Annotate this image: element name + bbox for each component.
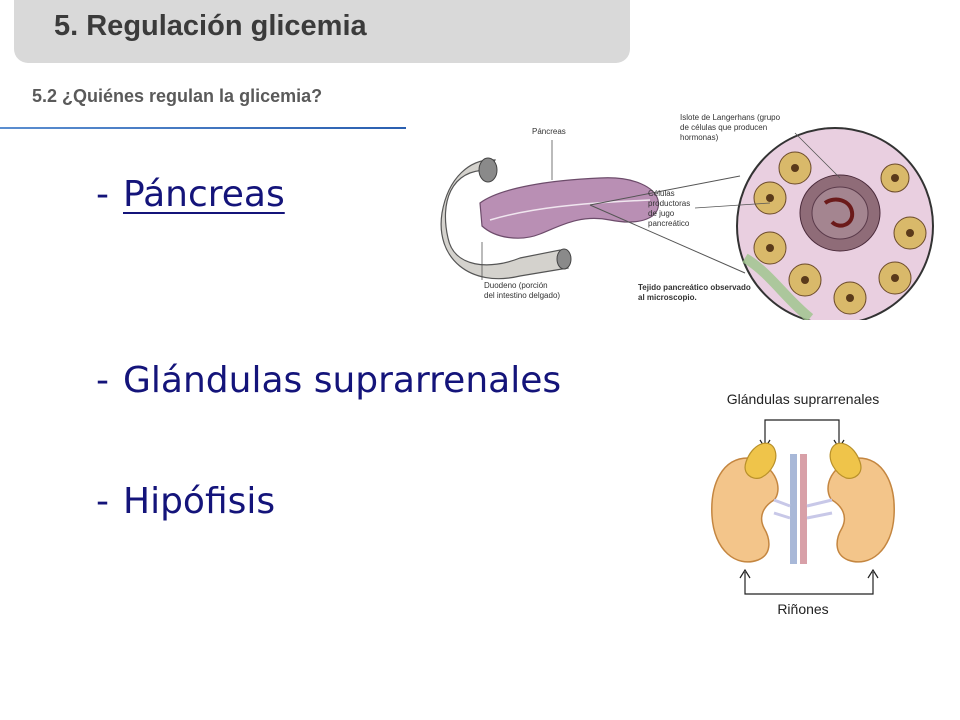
pancreas-shape bbox=[479, 177, 659, 239]
duodenum-shape bbox=[440, 159, 569, 280]
left-adrenal-gland bbox=[744, 442, 777, 479]
left-kidney bbox=[711, 457, 779, 563]
label-celulas: de jugo bbox=[648, 209, 675, 218]
duodenum-opening bbox=[478, 157, 498, 183]
bullet-hipofisis: -Hipófisis bbox=[96, 481, 275, 522]
label-islote: hormonas) bbox=[680, 133, 719, 142]
pancreatic-duct bbox=[489, 199, 651, 221]
label-rinones: Riñones bbox=[777, 601, 828, 617]
subtitle-divider bbox=[0, 127, 406, 129]
zoom-line bbox=[589, 204, 746, 274]
label-pointer bbox=[794, 132, 841, 179]
pancreas-illustration: Páncreas Islote de Langerhans (grupo de … bbox=[440, 113, 934, 320]
label-islote: Islote de Langerhans (grupo bbox=[680, 113, 781, 122]
right-adrenal-gland bbox=[829, 442, 862, 479]
label-celulas: pancreático bbox=[648, 219, 690, 228]
slide-subtitle: 5.2 ¿Quiénes regulan la glicemia? bbox=[32, 86, 323, 106]
duct-tissue bbox=[742, 253, 814, 320]
label-tejido: al microscopio. bbox=[638, 293, 697, 302]
label-glandulas: Glándulas suprarrenales bbox=[727, 391, 880, 407]
label-pancreas: Páncreas bbox=[532, 127, 566, 136]
zoom-line bbox=[589, 175, 741, 206]
renal-vessels bbox=[773, 498, 791, 520]
right-kidney bbox=[827, 457, 895, 563]
bullet-dash: - bbox=[96, 481, 109, 522]
label-duodeno: Duodeno (porción bbox=[484, 281, 548, 290]
bullet-dash: - bbox=[96, 174, 109, 215]
label-pointer bbox=[694, 202, 771, 209]
bracket-bottom bbox=[744, 572, 874, 595]
artery bbox=[800, 454, 807, 564]
islet-of-langerhans bbox=[799, 174, 881, 252]
kidney-adrenal-illustration: Glándulas suprarrenales Riñones bbox=[711, 391, 895, 617]
title-tab: 5. Regulación glicemia bbox=[14, 0, 630, 63]
duodenum-opening bbox=[556, 248, 572, 270]
vein bbox=[790, 454, 797, 564]
label-celulas: Células bbox=[648, 189, 675, 198]
bullet-text: Glándulas suprarrenales bbox=[123, 360, 562, 401]
label-duodeno: del intestino delgado) bbox=[484, 291, 560, 300]
renal-vessels bbox=[806, 498, 833, 520]
label-islote: de células que producen bbox=[680, 123, 767, 132]
bullet-pancreas: -Páncreas bbox=[96, 174, 285, 215]
pancreas-link[interactable]: Páncreas bbox=[123, 174, 285, 215]
bullet-dash: - bbox=[96, 360, 109, 401]
label-celulas: productoras bbox=[648, 199, 690, 208]
arrow-head-icon bbox=[739, 568, 751, 579]
acini-cells bbox=[753, 151, 927, 315]
slide-title: 5. Regulación glicemia bbox=[54, 10, 367, 42]
bullet-glandulas: -Glándulas suprarrenales bbox=[96, 360, 561, 401]
arrow-head-icon bbox=[867, 568, 879, 579]
bracket-top bbox=[764, 419, 840, 446]
bullet-text: Hipófisis bbox=[123, 481, 276, 522]
label-tejido: Tejido pancreático observado bbox=[638, 283, 751, 292]
